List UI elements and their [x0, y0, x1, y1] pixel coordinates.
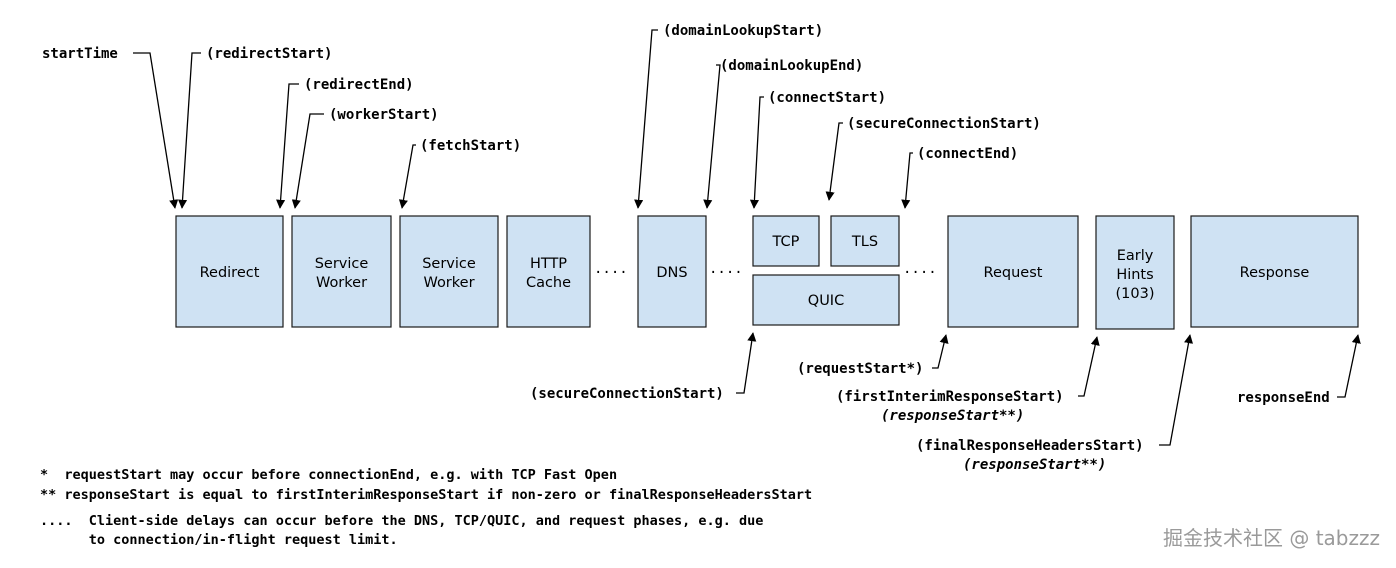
- delay-dots-1: ....: [594, 261, 628, 277]
- connect-start-label: (connectStart): [768, 90, 886, 106]
- start-time-label: startTime: [42, 46, 118, 62]
- footnote-3-line1: .... Client-side delays can occur before…: [40, 513, 763, 529]
- tls-box: [830, 215, 900, 267]
- secure-connection-start-bottom-label: (secureConnectionStart): [530, 386, 724, 402]
- service-worker-1-line1: Service: [315, 256, 369, 272]
- early-hints-line3: (103): [1116, 286, 1155, 302]
- quic-label: QUIC: [808, 293, 844, 309]
- fetch-start-arrow: [398, 144, 416, 209]
- top-labels: startTime (redirectStart) (redirectEnd) …: [42, 23, 1041, 162]
- redirect-end-label: (redirectEnd): [304, 77, 414, 93]
- http-cache-line1: HTTP: [530, 256, 567, 272]
- service-worker-box-1: [291, 215, 392, 328]
- fetch-start-label: (fetchStart): [420, 138, 521, 154]
- watermark: 掘金技术社区 @ tabzzz: [1163, 526, 1380, 550]
- early-hints-line1: Early: [1117, 248, 1154, 264]
- domain-lookup-end-arrow: [703, 64, 721, 209]
- redirect-start-arrow: [177, 52, 201, 209]
- arrows: [133, 29, 1361, 446]
- bottom-labels: (secureConnectionStart) (requestStart*) …: [530, 361, 1330, 473]
- redirect-box: [175, 215, 284, 328]
- phase-boxes: Redirect Service Worker Service Worker H…: [175, 215, 1359, 330]
- domain-lookup-end-label: (domainLookupEnd): [720, 58, 863, 74]
- response-end-arrow: [1337, 334, 1361, 398]
- worker-start-arrow: [291, 113, 324, 209]
- secure-connection-start-bottom-arrow: [736, 332, 757, 394]
- response-end-label: responseEnd: [1237, 390, 1330, 406]
- first-interim-arrow: [1078, 336, 1100, 397]
- connect-end-label: (connectEnd): [917, 146, 1018, 162]
- domain-lookup-start-label: (domainLookupStart): [663, 23, 823, 39]
- early-hints-line2: Hints: [1116, 267, 1153, 283]
- request-box: [947, 215, 1079, 328]
- service-worker-box-2: [399, 215, 499, 328]
- dns-box: [637, 215, 707, 328]
- service-worker-2-line2: Worker: [423, 275, 474, 291]
- request-label: Request: [984, 265, 1043, 281]
- tcp-box: [752, 215, 820, 267]
- first-interim-alt-label: (responseStart**): [881, 408, 1024, 424]
- redirect-label: Redirect: [200, 265, 260, 281]
- start-time-arrow: [133, 52, 179, 209]
- delay-dots-3: ....: [903, 261, 937, 277]
- request-start-label: (requestStart*): [797, 361, 923, 377]
- service-worker-1-line2: Worker: [316, 275, 367, 291]
- delay-dots-2: ....: [709, 261, 743, 277]
- service-worker-2-line1: Service: [422, 256, 476, 272]
- dns-label: DNS: [656, 265, 687, 281]
- connect-start-arrow: [749, 96, 764, 209]
- http-cache-line2: Cache: [526, 275, 571, 291]
- secure-connection-start-top-arrow: [825, 122, 843, 201]
- footnote-2: ** responseStart is equal to firstInteri…: [40, 487, 812, 503]
- footnote-1: * requestStart may occur before connecti…: [40, 467, 617, 483]
- footnote-3-line2: to connection/in-flight request limit.: [40, 532, 398, 548]
- redirect-end-arrow: [276, 83, 299, 209]
- redirect-start-label: (redirectStart): [206, 46, 332, 62]
- http-cache-box: [506, 215, 591, 328]
- final-headers-alt-label: (responseStart**): [963, 457, 1106, 473]
- secure-connection-start-top-label: (secureConnectionStart): [847, 116, 1041, 132]
- quic-box: [752, 274, 900, 326]
- request-start-arrow: [932, 334, 949, 369]
- footnotes: * requestStart may occur before connecti…: [40, 467, 812, 548]
- worker-start-label: (workerStart): [329, 107, 439, 123]
- early-hints-box: [1095, 215, 1175, 330]
- response-label: Response: [1240, 265, 1310, 281]
- tls-label: TLS: [851, 234, 878, 250]
- domain-lookup-start-arrow: [634, 29, 658, 209]
- connect-end-arrow: [901, 152, 913, 209]
- first-interim-label: (firstInterimResponseStart): [836, 389, 1064, 405]
- final-headers-arrow: [1159, 334, 1194, 446]
- response-box: [1190, 215, 1359, 328]
- tcp-label: TCP: [772, 234, 800, 250]
- final-headers-label: (finalResponseHeadersStart): [916, 438, 1144, 454]
